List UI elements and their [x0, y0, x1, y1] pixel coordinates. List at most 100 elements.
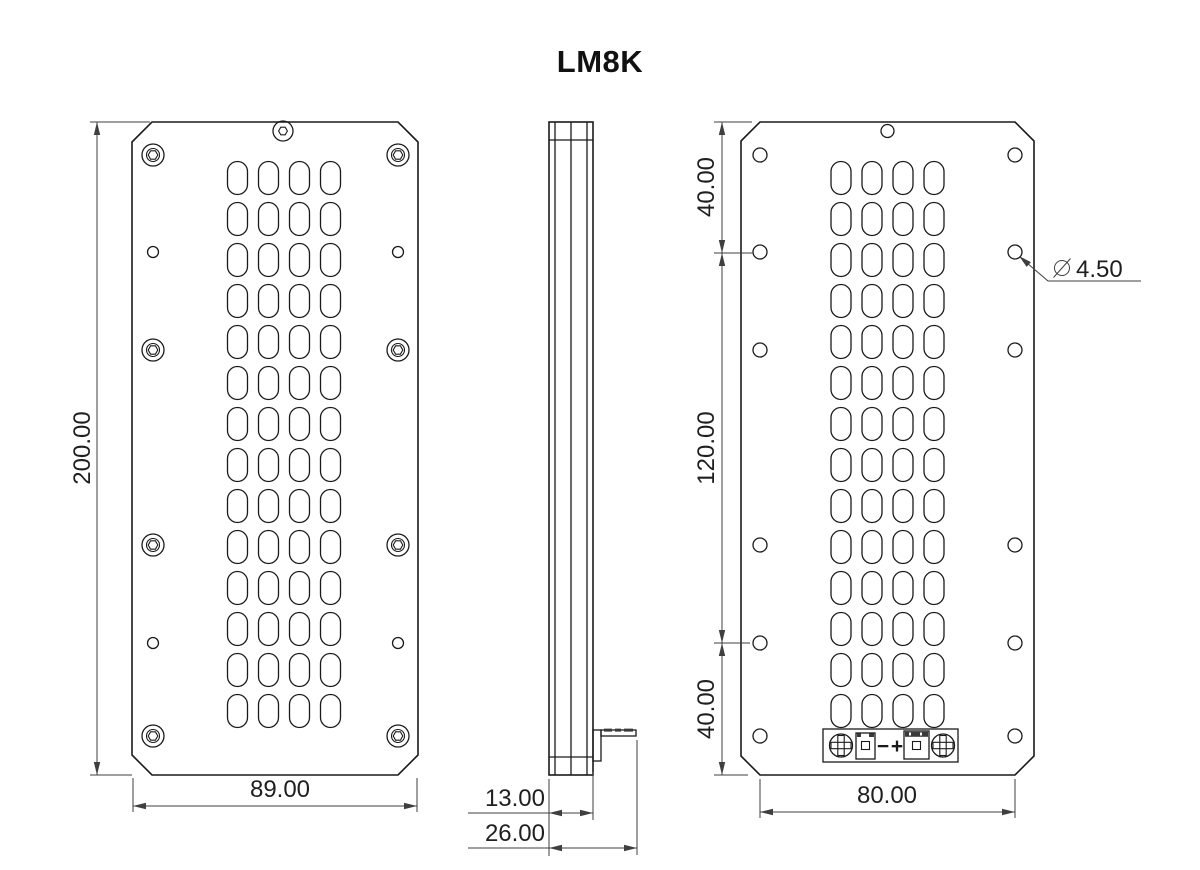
mounting-hole: [1007, 635, 1023, 651]
vent-slot: [923, 406, 945, 442]
mounting-hole: [1007, 147, 1023, 163]
dim-rear-top-offset: 40.00: [693, 121, 753, 254]
terminal-block: − +: [822, 728, 959, 763]
vent-slot: [319, 652, 342, 688]
vent-slot: [830, 529, 852, 565]
vent-slot: [226, 652, 249, 688]
vent-slot: [226, 201, 249, 237]
vent-slot: [892, 529, 914, 565]
socket-screw-icon: [141, 143, 165, 167]
vent-slot: [288, 324, 311, 360]
vent-slot: [861, 652, 883, 688]
socket-screw-icon: [386, 143, 410, 167]
dim-front-height: 200.00: [69, 121, 150, 776]
socket-screw-icon: [272, 120, 294, 142]
vent-slot: [892, 570, 914, 606]
mounting-hole: [1007, 537, 1023, 553]
vent-slot: [288, 529, 311, 565]
vent-slot: [288, 488, 311, 524]
vent-slot: [288, 365, 311, 401]
vent-slot: [861, 611, 883, 647]
vent-slot: [892, 365, 914, 401]
vent-slot: [288, 693, 311, 729]
rear-mounting-holes: [752, 123, 1023, 744]
vent-slot: [319, 201, 342, 237]
vent-slot: [923, 324, 945, 360]
socket-screw-icon: [386, 724, 410, 748]
dim-label-rear-hole-span: 80.00: [857, 782, 917, 809]
vent-slot: [257, 488, 280, 524]
vent-slot: [923, 242, 945, 278]
vent-slot: [288, 201, 311, 237]
vent-slot: [319, 160, 342, 196]
vent-slot: [892, 406, 914, 442]
mounting-hole: [752, 244, 768, 260]
mounting-hole: [752, 342, 768, 358]
vent-slot: [923, 283, 945, 319]
dim-label-rear-middle-span: 120.00: [693, 411, 720, 484]
mounting-hole: [752, 728, 768, 744]
vent-slot: [319, 283, 342, 319]
vent-slot: [226, 611, 249, 647]
vent-slot: [892, 201, 914, 237]
vent-slot: [288, 652, 311, 688]
vent-slot: [257, 570, 280, 606]
front-plate-outline: [131, 121, 419, 776]
vent-slot: [892, 324, 914, 360]
vent-slot: [319, 611, 342, 647]
vent-slot: [861, 570, 883, 606]
front-socket-screws: [141, 120, 410, 748]
dim-hole-diameter-callout: 4.50: [1019, 256, 1141, 283]
vent-slot: [923, 611, 945, 647]
vent-slot: [892, 652, 914, 688]
vent-slot: [288, 406, 311, 442]
vent-slot: [226, 160, 249, 196]
side-view: [548, 121, 637, 776]
vent-slot: [861, 488, 883, 524]
vent-slot: [226, 693, 249, 729]
vent-slot: [830, 365, 852, 401]
terminal-tab-edge: [592, 729, 602, 762]
vent-slot: [830, 611, 852, 647]
vent-slot: [288, 283, 311, 319]
vent-slot: [830, 324, 852, 360]
vent-slot: [830, 283, 852, 319]
vent-slot: [319, 242, 342, 278]
vent-slot: [923, 447, 945, 483]
vent-slot: [830, 242, 852, 278]
pilot-hole: [146, 636, 160, 650]
minus-label: −: [877, 735, 889, 758]
vent-slot: [861, 201, 883, 237]
phillips-screw-icon: [828, 733, 854, 758]
vent-slot: [257, 529, 280, 565]
vent-slot: [892, 611, 914, 647]
vent-slot: [226, 406, 249, 442]
vent-slot: [319, 324, 342, 360]
vent-slot: [892, 488, 914, 524]
vent-slot: [892, 447, 914, 483]
vent-slot: [226, 283, 249, 319]
vent-slot: [288, 242, 311, 278]
terminal-strip-screw-marks: [604, 728, 633, 732]
vent-slot: [923, 652, 945, 688]
dim-label-front-width: 89.00: [250, 776, 310, 803]
mounting-hole: [1007, 728, 1023, 744]
front-vent-slots: [226, 160, 342, 729]
vent-slot: [830, 201, 852, 237]
dim-rear-bottom-offset: 40.00: [693, 643, 748, 776]
dim-label-side-depth: 26.00: [485, 820, 545, 847]
dim-label-rear-top-offset: 40.00: [693, 157, 720, 217]
vent-slot: [830, 693, 852, 729]
vent-slot: [319, 488, 342, 524]
vent-slot: [257, 201, 280, 237]
positive-terminal: [903, 730, 930, 760]
vent-slot: [319, 365, 342, 401]
dim-rear-hole-span: 80.00: [759, 779, 1016, 818]
socket-screw-icon: [141, 724, 165, 748]
vent-slot: [892, 283, 914, 319]
vent-slot: [226, 242, 249, 278]
vent-slot: [257, 447, 280, 483]
vent-slot: [288, 160, 311, 196]
vent-slot: [830, 570, 852, 606]
